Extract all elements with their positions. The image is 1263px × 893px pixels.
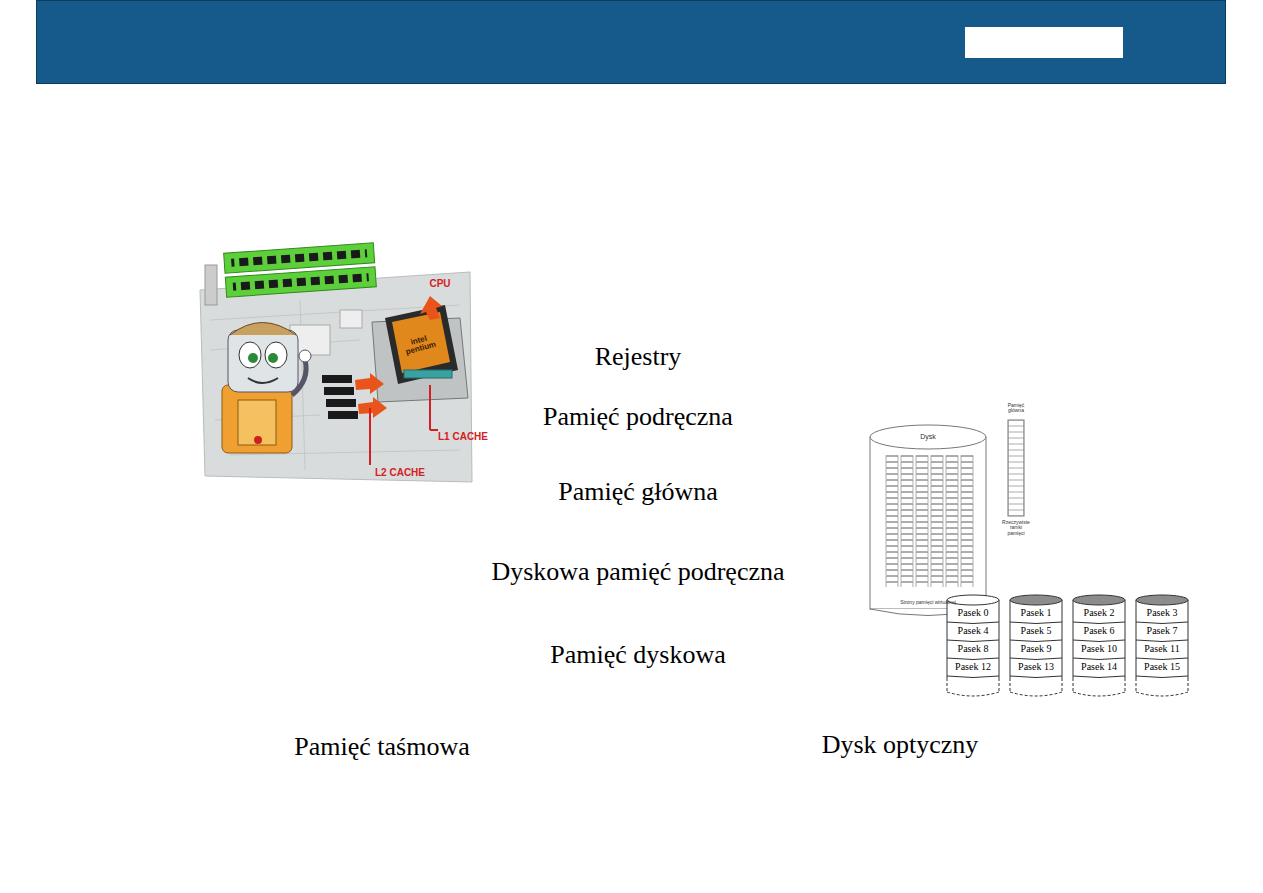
pyramid-level: Rejestry	[548, 290, 727, 373]
stripe-label: Pasek 14	[1081, 662, 1117, 673]
level-border	[548, 290, 727, 373]
level-border	[381, 451, 895, 528]
level-label: Rejestry	[595, 343, 682, 372]
hatch-panel	[445, 530, 843, 608]
disk-stroke	[1136, 640, 1188, 642]
disk-stroke	[1073, 622, 1125, 624]
disk-stroke	[1188, 678, 1189, 692]
stripe-label: Pasek 11	[1144, 644, 1179, 655]
disk-body	[947, 600, 999, 688]
disk-stroke	[1136, 678, 1137, 692]
level-border	[464, 373, 812, 451]
disk-stroke	[947, 622, 999, 624]
level-label: Pamięć podręczna	[543, 403, 733, 432]
callout-label: L1 CACHE	[438, 432, 488, 443]
disk-stroke	[1062, 600, 1063, 678]
level-border	[638, 700, 1191, 802]
disk-stroke	[1010, 692, 1062, 696]
disk-top	[1010, 595, 1062, 605]
level-label: Pamięć główna	[558, 478, 718, 507]
level-label: Dysk optyczny	[822, 731, 979, 760]
level-border	[284, 528, 992, 618]
disk-stroke	[947, 640, 999, 642]
disk-body	[1136, 600, 1188, 688]
stripe-label: Pasek 4	[958, 626, 989, 637]
level-border	[195, 618, 1081, 700]
stripe-label: Pasek 8	[958, 644, 989, 655]
disk-stroke	[1073, 658, 1125, 660]
figure-label: Rzeczywiste ramki pamięci	[1001, 520, 1031, 536]
disk-stroke	[999, 678, 1000, 692]
disk-stroke	[1136, 622, 1188, 624]
disk-stroke	[947, 692, 999, 696]
disk-stroke	[1125, 600, 1126, 678]
stripe-label: Pasek 13	[1018, 662, 1054, 673]
level-label: Pamięć dyskowa	[550, 641, 725, 670]
disk-stroke	[999, 600, 1000, 678]
hatch-panel	[513, 373, 778, 450]
disk-stroke	[1010, 640, 1062, 642]
pyramid-level: Pamięć główna	[381, 451, 895, 528]
disk-top	[1136, 595, 1188, 605]
disk-stroke	[1010, 600, 1011, 678]
disk-stroke	[1073, 678, 1074, 692]
disk-stroke	[1073, 676, 1125, 678]
stripe-label: Pasek 6	[1084, 626, 1115, 637]
callout-label: CPU	[429, 279, 450, 290]
disk-stroke	[1136, 658, 1188, 660]
level-label: Pamięć taśmowa	[294, 733, 469, 762]
disk-stroke	[1073, 692, 1125, 696]
pyramid-level: Pamięć podręczna	[464, 373, 812, 451]
disk-stroke	[1010, 678, 1011, 692]
figure-label: Dysk	[920, 433, 936, 440]
header-box	[965, 27, 1123, 58]
disk-body	[1073, 600, 1125, 688]
disk-top	[1073, 595, 1125, 605]
figure-label: Strony pamięci wirtualnej	[900, 600, 956, 605]
disk-stroke	[1125, 678, 1126, 692]
disk-body	[1010, 600, 1062, 688]
disk-stroke	[947, 600, 948, 678]
pyramid-level: Pamięć taśmowa	[85, 700, 638, 802]
disk-stroke	[1010, 658, 1062, 660]
disk-stroke	[947, 678, 948, 692]
stripe-label: Pasek 10	[1081, 644, 1117, 655]
stripe-label: Pasek 5	[1021, 626, 1052, 637]
stripe-label: Pasek 9	[1021, 644, 1052, 655]
stripe-label: Pasek 7	[1147, 626, 1178, 637]
stripe-label: Pasek 1	[1021, 608, 1052, 619]
callout-label: L2 CACHE	[375, 468, 425, 479]
pyramid-level: Dysk optyczny	[638, 700, 1191, 802]
disk-stroke	[1136, 600, 1137, 678]
stripe-label: Pasek 0	[958, 608, 989, 619]
disk-stroke	[1073, 600, 1074, 678]
disk-stroke	[1136, 692, 1188, 696]
disk-stroke	[1010, 676, 1062, 678]
disk-stroke	[1136, 676, 1188, 678]
pyramid-level: Pamięć dyskowa	[195, 618, 1081, 700]
disk-stroke	[1010, 622, 1062, 624]
disk-stroke	[947, 676, 999, 678]
hatch-panel	[413, 619, 886, 696]
disk-stroke	[1188, 600, 1189, 678]
level-label: Dyskowa pamięć podręczna	[491, 558, 784, 587]
pyramid-level: Dyskowa pamięć podręczna	[284, 528, 992, 618]
stripe-label: Pasek 2	[1084, 608, 1115, 619]
stripe-label: Pasek 12	[955, 662, 991, 673]
level-border	[85, 700, 638, 802]
stripe-label: Pasek 3	[1147, 608, 1178, 619]
figure-label: Pamięć główna	[1003, 403, 1029, 414]
disk-stroke	[947, 658, 999, 660]
disk-stroke	[1073, 640, 1125, 642]
disk-stroke	[1062, 678, 1063, 692]
stripe-label: Pasek 15	[1144, 662, 1180, 673]
